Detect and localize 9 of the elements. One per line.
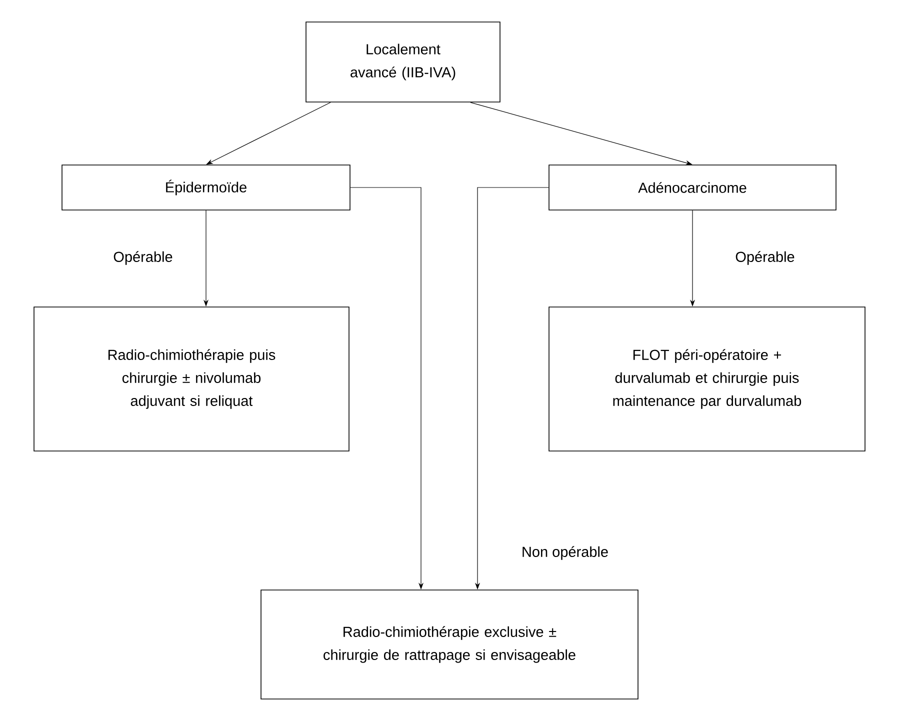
process-box: Radio-chimiothérapie exclusive ± chirurgie de rattrapage si envisageable xyxy=(260,590,638,700)
edge-label: Non opérable xyxy=(519,544,611,562)
process-box: FLOT péri-opératoire + durvalumab et chirurgie puis maintenance par durvalumab xyxy=(548,306,866,452)
process-box: Adénocarcinome xyxy=(548,164,836,210)
edge-label: Opérable xyxy=(733,249,797,267)
edge-label: Opérable xyxy=(111,249,175,267)
process-box: Radio-chimiothérapie puis chirurgie ± nivolumab adjuvant si reliquat xyxy=(34,306,350,452)
process-box: Épidermoïde xyxy=(62,164,350,210)
process-box: Localement avancé (IIB-IVA) xyxy=(306,22,500,102)
